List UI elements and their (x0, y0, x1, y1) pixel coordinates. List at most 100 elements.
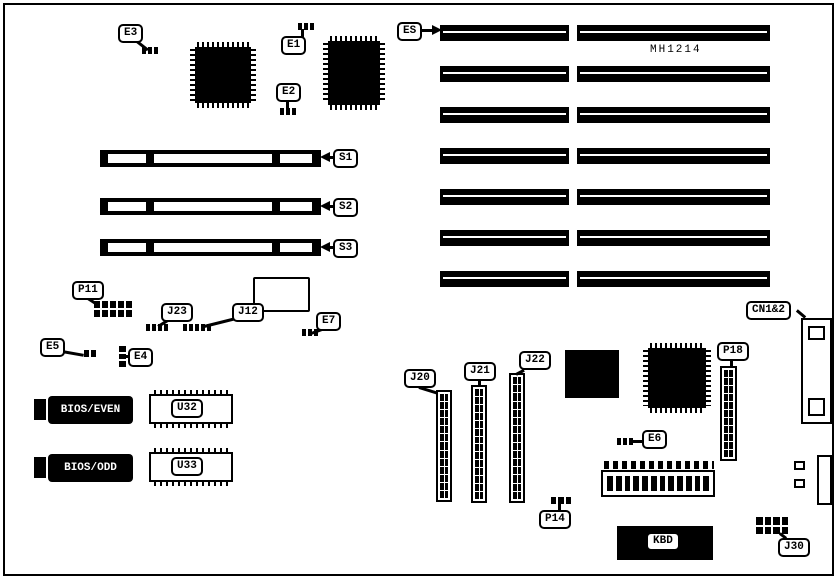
leader-line (301, 29, 304, 37)
jumper-e3 (142, 47, 158, 54)
callout-j23: J23 (161, 303, 193, 322)
jumper-e1 (298, 23, 314, 30)
callout-j22: J22 (519, 351, 551, 370)
pin-header-j21 (471, 385, 487, 503)
chip-pins-bottom (197, 103, 249, 108)
pin-header-j20 (436, 390, 452, 502)
callout-e5: E5 (40, 338, 66, 357)
simm-slot-s2 (100, 198, 321, 215)
simm-socket (108, 202, 146, 211)
chip-pins-right (380, 43, 385, 103)
expansion-slot (577, 148, 770, 164)
callout-u33: U33 (171, 457, 203, 476)
jumper-e4 (119, 346, 126, 367)
simm-slot-s1 (100, 150, 321, 167)
simm-socket (280, 154, 312, 163)
pin-block-j30 (756, 517, 788, 534)
jumper-j23 (146, 324, 168, 331)
edge-connector-pin (794, 479, 805, 488)
expansion-slot (440, 25, 569, 41)
callout-cn1-2: CN1&2 (746, 301, 792, 320)
leader-line (420, 29, 432, 32)
callout-kbd: KBD (646, 532, 680, 551)
expansion-slot (440, 148, 569, 164)
leader-line (329, 205, 333, 208)
small-ic (34, 457, 46, 478)
cn1-2-connector (801, 318, 832, 424)
expansion-slot (440, 66, 569, 82)
pin-header-p18 (720, 366, 737, 461)
ic-chip-3 (565, 350, 619, 398)
simm-socket (154, 243, 272, 252)
expansion-slot (577, 271, 770, 287)
leader-line (123, 355, 129, 358)
jumper-e2 (280, 108, 296, 115)
expansion-slot (577, 189, 770, 205)
expansion-slot (440, 230, 569, 246)
chip-pins-bottom (330, 105, 378, 110)
expansion-slot (440, 107, 569, 123)
expansion-slot (577, 230, 770, 246)
connector-opening (808, 326, 825, 340)
callout-s3: S3 (333, 239, 359, 258)
bios-even-rom: BIOS/EVEN (48, 396, 133, 424)
connector-opening (808, 398, 825, 416)
arrow-left-icon (320, 201, 330, 211)
ic-chip-1 (190, 42, 256, 108)
jumper-e6 (617, 438, 633, 445)
chip-pins-left (643, 350, 648, 406)
jumper-p14 (551, 497, 571, 504)
bios-odd-rom: BIOS/ODD (48, 454, 133, 482)
edge-connector-pin (794, 461, 805, 470)
chip-pins-right (251, 49, 256, 101)
callout-p18: P18 (717, 342, 749, 361)
callout-j30: J30 (778, 538, 810, 557)
board-outline (3, 3, 834, 576)
simm-socket (280, 243, 312, 252)
leader-line (478, 379, 481, 385)
chip-body (328, 41, 380, 105)
chip-body (195, 47, 251, 103)
expansion-slot (440, 189, 569, 205)
board-part-number: MH1214 (650, 44, 702, 56)
callout-s1: S1 (333, 149, 359, 168)
simm-socket (108, 154, 146, 163)
callout-s2: S2 (333, 198, 359, 217)
expansion-slot (577, 107, 770, 123)
leader-line (329, 156, 333, 159)
arrow-right-icon (432, 25, 442, 35)
callout-e7: E7 (316, 312, 342, 331)
callout-j21: J21 (464, 362, 496, 381)
callout-e1: E1 (281, 36, 307, 55)
edge-connector (817, 455, 832, 505)
ic-chip-2 (323, 36, 385, 110)
callout-j20: J20 (404, 369, 436, 388)
leader-line (730, 359, 733, 367)
callout-e3: E3 (118, 24, 144, 43)
chip-pins-left (190, 49, 195, 101)
simm-slot-s3 (100, 239, 321, 256)
arrow-left-icon (320, 152, 330, 162)
leader-line (632, 440, 643, 443)
connector-pins (604, 461, 714, 469)
jumper-e5 (84, 350, 96, 357)
pin-header-j22 (509, 373, 525, 503)
simm-socket (154, 154, 272, 163)
dip-switch-block (601, 470, 715, 497)
chip-pins-top (197, 42, 249, 47)
callout-j12: J12 (232, 303, 264, 322)
simm-socket (108, 243, 146, 252)
chip-body (648, 348, 706, 408)
small-ic (34, 399, 46, 420)
chip-pins-top (330, 36, 378, 41)
ic-chip-4 (643, 343, 711, 413)
callout-u32: U32 (171, 399, 203, 418)
callout-e4: E4 (128, 348, 154, 367)
simm-socket (154, 202, 272, 211)
callout-p14: P14 (539, 510, 571, 529)
simm-socket (280, 202, 312, 211)
chip-pins-right (706, 350, 711, 406)
arrow-left-icon (320, 242, 330, 252)
expansion-slot (577, 66, 770, 82)
